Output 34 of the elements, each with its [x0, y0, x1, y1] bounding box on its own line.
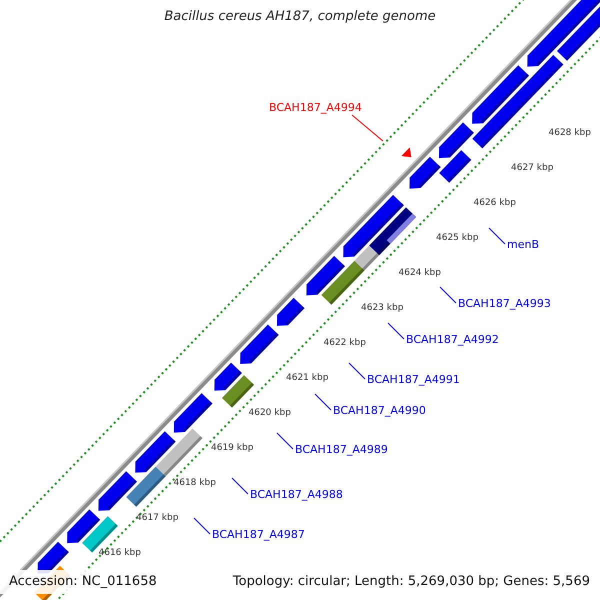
- gene-label: BCAH187_A4990: [333, 404, 426, 417]
- gene-label: BCAH187_A4989: [295, 443, 388, 456]
- gene-label: BCAH187_A4993: [458, 297, 551, 310]
- title: Bacillus cereus AH187, complete genome: [163, 9, 437, 24]
- accession-text: Accession: NC_011658: [9, 574, 157, 589]
- gene-label: menB: [507, 238, 540, 251]
- leader-line: [388, 322, 404, 340]
- leader-line: [488, 228, 506, 244]
- scale-label: 4621 kbp: [286, 373, 328, 383]
- gene-label: BCAH187_A4992: [406, 333, 499, 346]
- leader-line: [232, 478, 248, 494]
- gene-label: BCAH187_A4991: [367, 373, 460, 386]
- gene-label: BCAH187_A4994: [269, 101, 362, 114]
- leader-line: [440, 286, 456, 304]
- scale-label: 4623 kbp: [361, 303, 404, 313]
- leader-line: [276, 432, 294, 450]
- leader-line: [194, 518, 210, 534]
- gene-label: BCAH187_A4987: [212, 528, 305, 541]
- scale-label: 4628 kbp: [548, 128, 591, 138]
- scale-label: 4618 kbp: [174, 478, 216, 488]
- scale-label: 4619 kbp: [211, 443, 254, 453]
- scale-label: 4616 kbp: [98, 548, 141, 558]
- scale-label: 4624 kbp: [398, 268, 441, 278]
- leader-line: [348, 362, 366, 380]
- scale-label: 4626 kbp: [474, 198, 516, 208]
- leader-line: [314, 394, 332, 410]
- scale-label: 4622 kbp: [324, 338, 366, 348]
- scale-label: 4620 kbp: [248, 408, 291, 418]
- leader-line: [352, 114, 384, 142]
- scale-label: 4617 kbp: [136, 513, 178, 523]
- gene-label: BCAH187_A4988: [250, 488, 343, 501]
- genome-summary-text: Topology: circular; Length: 5,269,030 bp; Genes: 5,569: [232, 574, 590, 589]
- scale-label: 4627 kbp: [511, 163, 554, 173]
- scale-label: 4625 kbp: [436, 233, 478, 243]
